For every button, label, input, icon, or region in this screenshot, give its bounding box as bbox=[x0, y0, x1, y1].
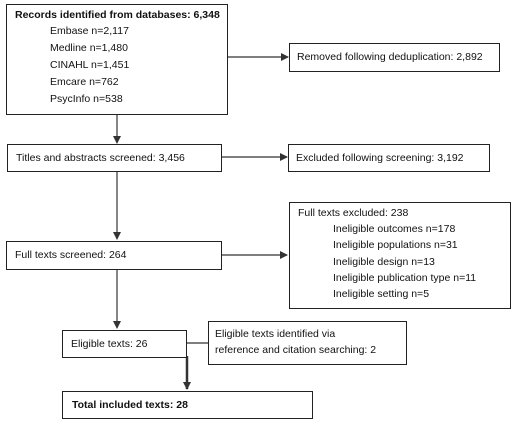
excluded-reason-populations: Ineligible populations n=31 bbox=[333, 239, 458, 251]
records-source-emcare: Emcare n=762 bbox=[50, 76, 119, 88]
excluded-reason-design: Ineligible design n=13 bbox=[333, 256, 435, 268]
fulltexts-excluded-box: Full texts excluded: 238 Ineligible outc… bbox=[289, 202, 511, 309]
citation-searching-line2: reference and citation searching: 2 bbox=[215, 344, 377, 356]
total-included-text: Total included texts: 28 bbox=[72, 399, 188, 411]
citation-searching-box: Eligible texts identified via reference … bbox=[208, 321, 407, 365]
removed-deduplication-text: Removed following deduplication: 2,892 bbox=[297, 51, 483, 63]
total-included-box: Total included texts: 28 bbox=[62, 391, 313, 419]
excluded-screening-text: Excluded following screening: 3,192 bbox=[296, 152, 464, 164]
fulltexts-screened-text: Full texts screened: 264 bbox=[15, 249, 127, 261]
fulltexts-screened-box: Full texts screened: 264 bbox=[6, 241, 222, 270]
records-source-medline: Medline n=1,480 bbox=[50, 42, 128, 54]
eligible-texts-text: Eligible texts: 26 bbox=[71, 338, 148, 350]
titles-screened-text: Titles and abstracts screened: 3,456 bbox=[16, 152, 185, 164]
excluded-reason-publication-type: Ineligible publication type n=11 bbox=[333, 272, 477, 284]
titles-screened-box: Titles and abstracts screened: 3,456 bbox=[7, 144, 222, 172]
excluded-reason-setting: Ineligible setting n=5 bbox=[333, 288, 430, 300]
records-identified-title: Records identified from databases: 6,348 bbox=[15, 9, 220, 21]
excluded-reason-outcomes: Ineligible outcomes n=178 bbox=[333, 223, 456, 235]
records-source-psycinfo: PsycInfo n=538 bbox=[50, 93, 123, 105]
records-source-embase: Embase n=2,117 bbox=[50, 25, 129, 37]
records-source-cinahl: CINAHL n=1,451 bbox=[50, 59, 130, 71]
excluded-screening-box: Excluded following screening: 3,192 bbox=[288, 144, 490, 172]
eligible-texts-box: Eligible texts: 26 bbox=[62, 330, 187, 358]
records-identified-box: Records identified from databases: 6,348… bbox=[6, 4, 228, 115]
citation-searching-line1: Eligible texts identified via bbox=[215, 328, 336, 340]
removed-deduplication-box: Removed following deduplication: 2,892 bbox=[289, 43, 500, 72]
fulltexts-excluded-title: Full texts excluded: 238 bbox=[298, 207, 409, 219]
